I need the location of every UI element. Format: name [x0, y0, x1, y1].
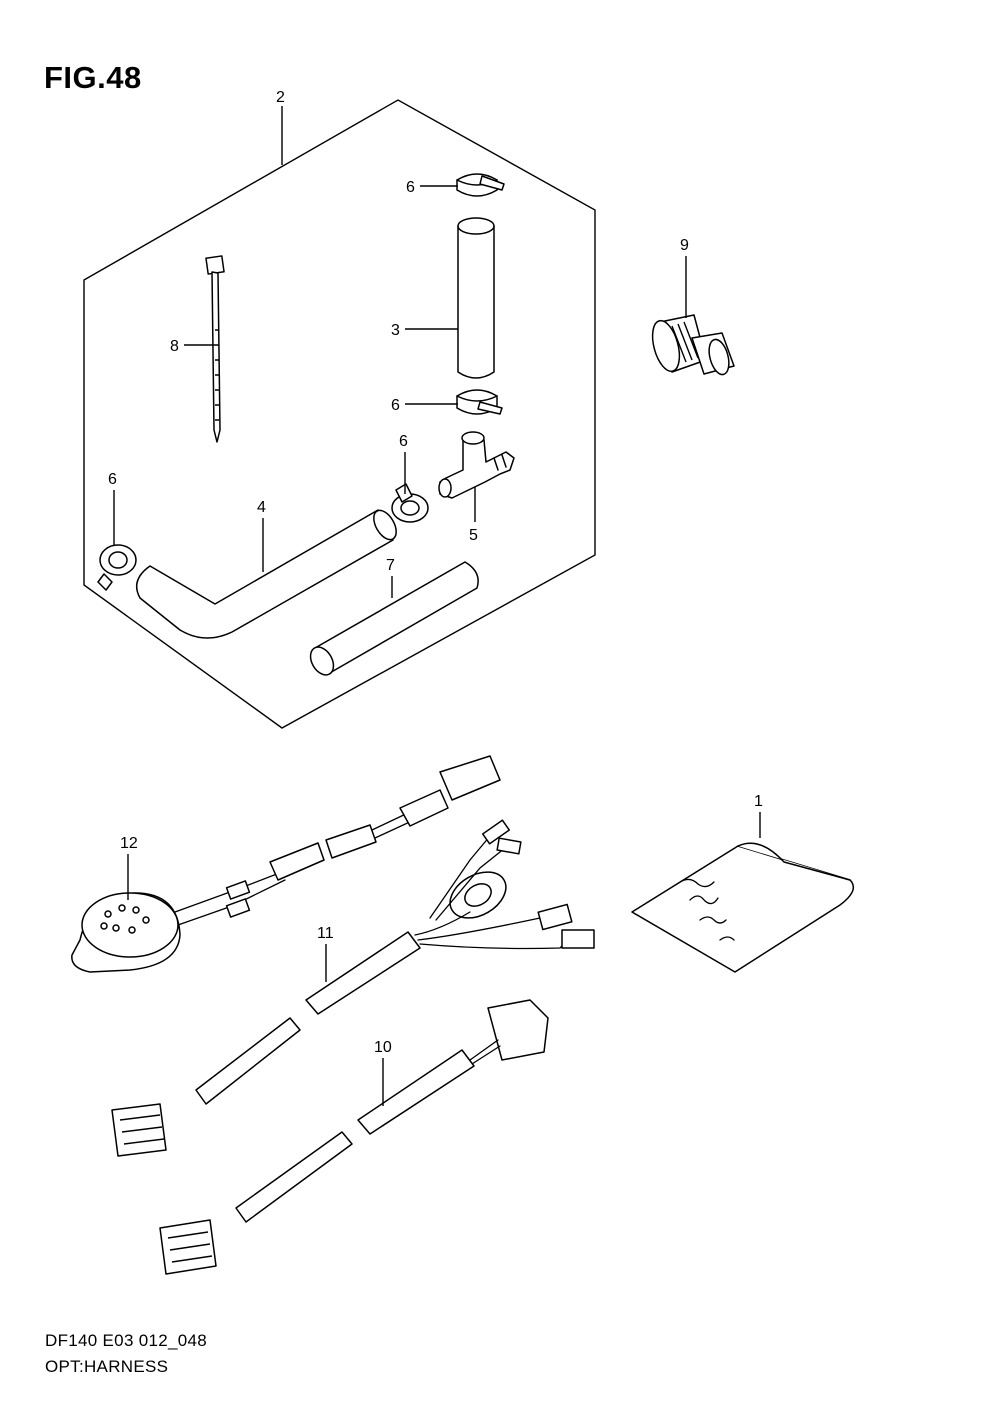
figure-code: DF140 E03 012_048	[45, 1331, 208, 1350]
hose-clamp-top	[456, 173, 505, 197]
callout-6-tee: 6	[399, 433, 408, 450]
callout-5: 5	[469, 527, 478, 544]
hose-clamp-tee	[391, 483, 429, 523]
callout-8: 8	[170, 338, 179, 355]
main-harness	[111, 819, 595, 1157]
hose-short	[309, 561, 479, 676]
callout-7: 7	[386, 557, 395, 574]
callout-4: 4	[257, 499, 266, 516]
callout-3: 3	[391, 322, 400, 339]
hose-bent	[135, 509, 397, 639]
callout-6-left: 6	[108, 471, 117, 488]
figure-name: OPT:HARNESS	[45, 1357, 169, 1376]
callout-10: 10	[374, 1039, 392, 1056]
callout-6-middle: 6	[391, 397, 400, 414]
callout-11: 11	[317, 925, 334, 942]
hose-clamp-left	[97, 544, 137, 591]
callout-6-top: 6	[406, 179, 415, 196]
callout-9: 9	[680, 237, 689, 254]
extension-harness	[159, 999, 549, 1275]
figure-title: FIG.48	[44, 60, 142, 95]
callout-12: 12	[120, 835, 138, 852]
kit-outline	[83, 99, 596, 729]
hose-clamp-middle	[456, 389, 503, 415]
callout-1: 1	[754, 793, 763, 810]
parts-bag	[631, 842, 855, 973]
t-joint	[438, 431, 515, 499]
buzzer-harness	[71, 755, 501, 973]
callout-2: 2	[276, 89, 285, 106]
hose-straight	[457, 217, 495, 379]
cable-tie	[205, 255, 225, 443]
plug-fitting	[651, 314, 735, 376]
